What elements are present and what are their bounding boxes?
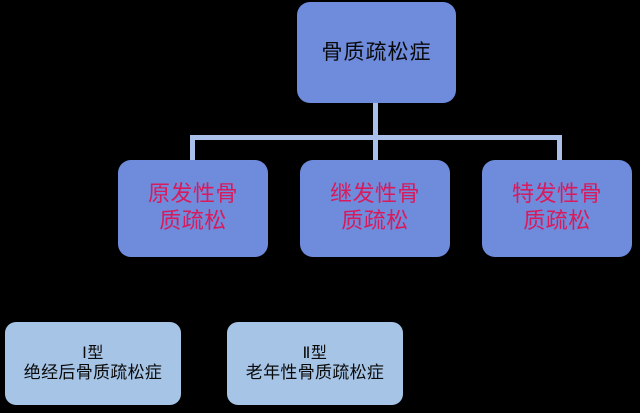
node-type-2-name: 老年性骨质疏松症 [245, 362, 385, 383]
node-primary-osteoporosis-line2: 质疏松 [159, 208, 227, 234]
node-secondary-osteoporosis-line1: 继发性骨 [329, 181, 420, 207]
connector-root-stem [373, 103, 378, 139]
node-secondary-osteoporosis-line2: 质疏松 [341, 208, 409, 234]
connector-drop-branch-1 [190, 135, 195, 161]
node-type-1-postmenopausal[interactable]: Ⅰ型 绝经后骨质疏松症 [5, 322, 181, 405]
node-type-2-senile[interactable]: Ⅱ型 老年性骨质疏松症 [227, 322, 403, 405]
node-idiopathic-osteoporosis-line2: 质疏松 [523, 208, 591, 234]
connector-drop-branch-3 [557, 135, 562, 161]
node-type-2-label: Ⅱ型 [302, 343, 328, 363]
node-root-osteoporosis[interactable]: 骨质疏松症 [297, 2, 456, 103]
node-primary-osteoporosis-line1: 原发性骨 [147, 181, 238, 207]
node-primary-osteoporosis[interactable]: 原发性骨 质疏松 [118, 160, 268, 257]
node-root-label: 骨质疏松症 [321, 39, 432, 64]
node-secondary-osteoporosis[interactable]: 继发性骨 质疏松 [300, 160, 450, 257]
node-type-1-label: Ⅰ型 [82, 343, 104, 363]
connector-drop-branch-2 [373, 135, 378, 161]
node-type-1-name: 绝经后骨质疏松症 [23, 362, 163, 383]
node-idiopathic-osteoporosis[interactable]: 特发性骨 质疏松 [482, 160, 632, 257]
node-idiopathic-osteoporosis-line1: 特发性骨 [511, 181, 602, 207]
